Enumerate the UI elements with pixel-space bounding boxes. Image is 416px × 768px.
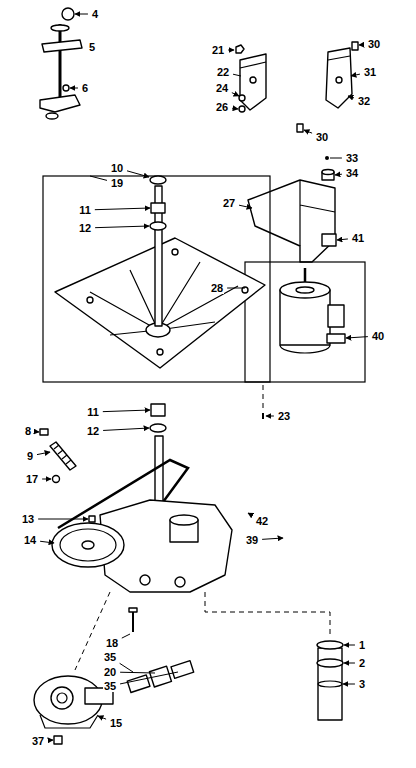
leader-line — [75, 14, 88, 15]
callout-number: 33 — [345, 152, 359, 164]
leader-line — [227, 288, 245, 289]
leader-line — [228, 50, 234, 51]
leader-line — [120, 663, 133, 672]
callout-number: 5 — [88, 41, 96, 53]
callout-number: 27 — [222, 197, 236, 209]
leader-line — [95, 226, 149, 228]
leader-line — [266, 416, 274, 417]
callout-number: 40 — [371, 330, 385, 342]
leader-line — [35, 431, 39, 432]
callout-number: 28 — [210, 282, 224, 294]
leader-line — [344, 645, 355, 646]
leader-line — [343, 684, 355, 685]
leader-line — [42, 479, 51, 480]
leader-line — [232, 108, 238, 110]
base-plate — [43, 176, 270, 432]
leader-line — [344, 663, 355, 664]
gearbox — [52, 436, 330, 670]
leader-line — [95, 208, 150, 210]
leader-line — [233, 74, 241, 76]
callout-number: 32 — [357, 95, 371, 107]
callout-number: 6 — [81, 82, 89, 94]
leader-line — [239, 205, 252, 208]
callout-number: 24 — [215, 82, 229, 94]
callout-number: 37 — [31, 735, 45, 747]
hose-couplings — [127, 659, 195, 695]
callout-number: 14 — [23, 534, 37, 546]
callout-number: 4 — [91, 8, 99, 20]
leader-line — [337, 239, 348, 240]
motor-shield — [248, 180, 336, 262]
callout-number: 17 — [25, 473, 39, 485]
leader-line — [346, 337, 368, 338]
leader-line — [127, 171, 149, 177]
callout-number: 30 — [367, 38, 381, 50]
leader-line — [103, 428, 149, 430]
callout-number: 30 — [315, 131, 329, 143]
leader-line — [359, 44, 364, 45]
agitator-parts — [40, 8, 82, 119]
leader-line — [248, 513, 252, 515]
leader-line — [262, 538, 283, 539]
callout-number: 31 — [363, 66, 377, 78]
callout-number: 8 — [24, 425, 32, 437]
motor-brackets — [236, 42, 358, 180]
spring-parts — [40, 429, 76, 483]
callout-number: 20 — [103, 666, 117, 678]
leader-line — [103, 410, 150, 412]
callout-number: 42 — [255, 515, 269, 527]
leader-line — [98, 716, 106, 719]
callout-number: 3 — [358, 678, 366, 690]
leader-line — [120, 672, 155, 674]
callout-number: 2 — [358, 657, 366, 669]
callout-number: 13 — [21, 513, 35, 525]
callout-number: 10 — [110, 162, 124, 174]
leader-line — [348, 96, 354, 98]
callout-number: 18 — [105, 637, 119, 649]
leader-line — [330, 158, 342, 159]
drain-hose — [317, 641, 343, 720]
callout-number: 11 — [78, 204, 92, 216]
leader-line — [351, 74, 360, 76]
pump — [34, 676, 113, 744]
callout-number: 11 — [86, 406, 100, 418]
motor-assembly — [245, 262, 365, 382]
leader-line — [304, 130, 312, 133]
callout-number: 39 — [245, 534, 259, 546]
callout-number: 15 — [109, 717, 123, 729]
callout-number: 19 — [110, 177, 124, 189]
callout-number: 35 — [103, 680, 117, 692]
leader-line — [122, 634, 130, 638]
leader-line — [38, 519, 88, 520]
callout-number: 41 — [351, 232, 365, 244]
callout-number: 1 — [358, 639, 366, 651]
callout-number: 9 — [26, 450, 34, 462]
leader-line — [120, 672, 178, 684]
callout-number: 23 — [277, 410, 291, 422]
leader-line — [48, 740, 53, 741]
leader-line — [335, 174, 342, 176]
callout-number: 12 — [78, 222, 92, 234]
callout-number: 26 — [215, 101, 229, 113]
leader-line — [90, 176, 107, 180]
callout-number: 22 — [216, 66, 230, 78]
callout-number: 34 — [345, 167, 359, 179]
callout-number: 12 — [86, 425, 100, 437]
callout-number: 35 — [103, 651, 117, 663]
callout-number: 21 — [211, 44, 225, 56]
leader-line — [232, 93, 239, 96]
leader-line — [40, 541, 54, 543]
leader-line — [70, 88, 78, 89]
leader-line — [37, 452, 50, 455]
